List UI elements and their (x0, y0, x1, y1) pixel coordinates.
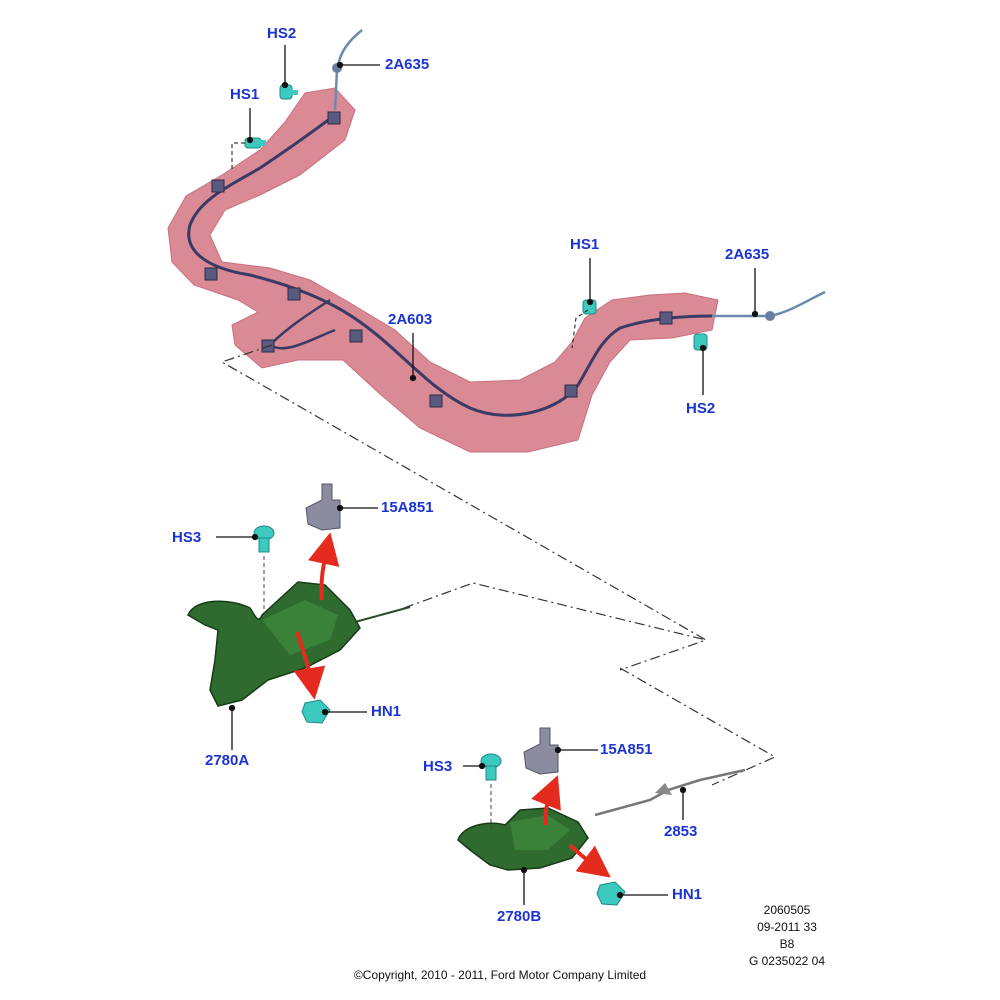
dashed-guide (231, 142, 245, 170)
parking-brake-lever-2780a[interactable] (187, 581, 411, 707)
connector-dashdot-lines (220, 344, 777, 786)
cable-highlight-region (167, 87, 719, 453)
doc-info-line-2: 09-2011 33 (757, 920, 817, 934)
label-hs3-upper[interactable]: HS3 (172, 529, 202, 546)
leader-lines (246, 45, 759, 395)
label-2780a[interactable]: 2780A (205, 752, 250, 769)
grey-bracket-icon[interactable] (305, 483, 341, 531)
label-hs1-mid[interactable]: HS1 (570, 236, 600, 253)
label-hs2-right[interactable]: HS2 (686, 400, 716, 417)
parking-brake-lever-2780b[interactable] (457, 807, 589, 871)
teal-nut-icon[interactable] (301, 699, 331, 724)
label-2853[interactable]: 2853 (664, 823, 698, 840)
cable-end-fitting-icon (765, 311, 775, 321)
grey-bracket-icon[interactable] (523, 727, 559, 775)
label-2a635-right[interactable]: 2A635 (725, 246, 770, 263)
dashed-install-paths (263, 556, 492, 830)
teal-fastener-icon[interactable] (253, 525, 275, 553)
label-2a635-top[interactable]: 2A635 (385, 56, 430, 73)
label-hn1-lower[interactable]: HN1 (672, 886, 703, 903)
cable-2a603[interactable] (187, 113, 713, 417)
dashed-guide (571, 309, 589, 349)
copyright-notice: ©Copyright, 2010 - 2011, Ford Motor Comp… (353, 968, 647, 982)
label-hn1-upper[interactable]: HN1 (371, 703, 402, 720)
teal-nut-icon[interactable] (596, 881, 626, 906)
label-hs2-top[interactable]: HS2 (267, 25, 297, 42)
doc-info-line-3: B8 (779, 937, 795, 951)
label-2780b[interactable]: 2780B (497, 908, 542, 925)
leader-lines (216, 504, 687, 905)
label-2a603[interactable]: 2A603 (388, 311, 433, 328)
label-hs3-lower[interactable]: HS3 (423, 758, 453, 775)
doc-info-line-1: 2060505 (763, 903, 811, 917)
label-hs1-top[interactable]: HS1 (230, 86, 260, 103)
red-arrow-icon (293, 532, 611, 878)
cable-bracket-icon (655, 783, 672, 795)
teal-fastener-icon[interactable] (480, 753, 502, 781)
doc-info-line-4: G 0235022 04 (748, 954, 826, 968)
label-15a851-upper[interactable]: 15A851 (381, 499, 434, 516)
label-15a851-lower[interactable]: 15A851 (600, 741, 653, 758)
cable-clamps (204, 111, 673, 408)
